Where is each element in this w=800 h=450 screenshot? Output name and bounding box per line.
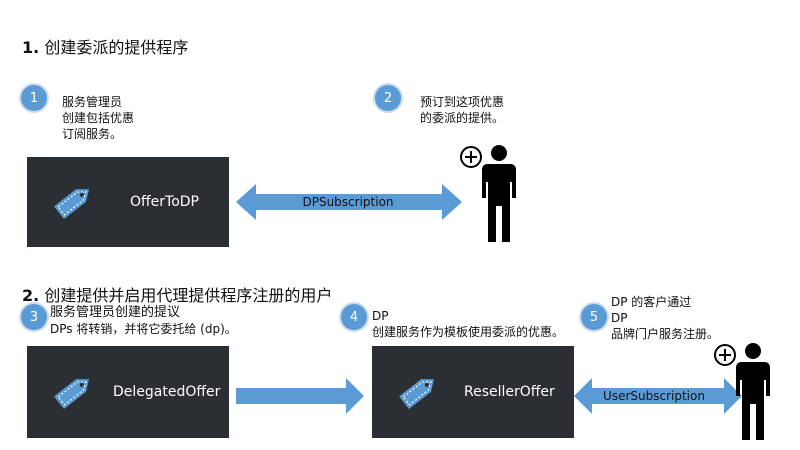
step-5-line-3: 品牌门户服务注册。 [611, 327, 720, 341]
section2-heading: 2. 创建提供并启用代理提供程序注册的用户 [22, 282, 332, 306]
step-5-line-2: DP [611, 311, 628, 325]
step-3-circle: 3 [21, 304, 47, 330]
step-3-line-2: DPs 将转销，并将它委托给 (dp)。 [50, 322, 237, 336]
price-tag-icon [399, 379, 434, 410]
offer-to-dp-label: OfferToDP [130, 194, 199, 210]
price-tag-icon [54, 189, 89, 220]
section2-title: 创建提供并启用代理提供程序注册的用户 [44, 286, 333, 305]
step-2-line-1: 预订到这项优惠 [420, 95, 505, 109]
step-5-line-1: DP 的客户通过 [611, 295, 692, 309]
step-1-line-2: 创建包括优惠 [62, 111, 135, 125]
user-subscription-label: UserSubscription [603, 389, 705, 403]
delegated-offer-label: DelegatedOffer [113, 384, 221, 400]
dp-subscription-label: DPSubscription [302, 195, 394, 209]
person-icon [714, 343, 770, 440]
section1-number: 1. [22, 38, 40, 57]
section2-number: 2. [22, 286, 40, 305]
step-2-note: 预订到这项优惠 的委派的提供。 [420, 94, 504, 126]
step-4-circle: 4 [341, 304, 367, 330]
person-icon [460, 145, 516, 242]
step-3-note: 服务管理员创建的提议 DPs 将转销，并将它委托给 (dp)。 [50, 305, 237, 337]
step-2-line-2: 的委派的提供。 [420, 111, 505, 125]
step-4-note: DP 创建服务作为模板使用委派的优惠。 [372, 308, 564, 340]
dp-subscription-arrow [236, 184, 462, 220]
reseller-offer-box: ResellerOffer [372, 346, 574, 438]
step-2-circle: 2 [375, 85, 401, 111]
section1-title: 创建委派的提供程序 [44, 38, 189, 57]
price-tag-icon [54, 379, 89, 410]
delegated-offer-box: DelegatedOffer [27, 346, 229, 438]
step-1-circle: 1 [21, 85, 47, 111]
step-1-line-3: 订阅服务。 [62, 127, 123, 141]
offer-to-dp-box: OfferToDP [27, 157, 229, 247]
step-1-line-1: 服务管理员 [62, 95, 123, 109]
user-subscription-arrow [574, 378, 742, 414]
step-5-circle: 5 [581, 304, 607, 330]
step-1-note: 服务管理员 创建包括优惠 订阅服务。 [62, 94, 134, 142]
reseller-offer-label: ResellerOffer [464, 384, 555, 400]
step-3-line-1: 服务管理员创建的提议 [50, 305, 181, 320]
delegation-arrow [236, 378, 364, 414]
step-5-note: DP 的客户通过 DP 品牌门户服务注册。 [611, 294, 719, 342]
section1-heading: 1. 创建委派的提供程序 [22, 34, 188, 58]
step-4-line-1: DP [372, 309, 389, 323]
step-4-line-2: 创建服务作为模板使用委派的优惠。 [372, 325, 565, 339]
